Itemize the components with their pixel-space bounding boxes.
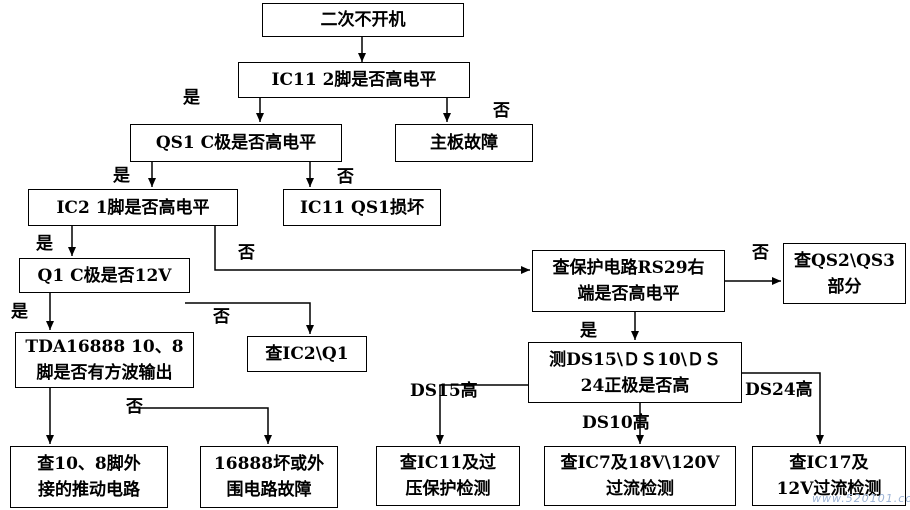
node-ic11-pin2: IC11 2脚是否高电平 <box>238 62 470 98</box>
node-check-ic2-q1: 查IC2\Q1 <box>247 336 367 372</box>
node-mainboard-fault: 主板故障 <box>395 124 533 162</box>
node-check-ic17-ocp: 查IC17及 12V过流检测 <box>752 446 906 506</box>
node-check-ic11-ovp: 查IC11及过 压保护检测 <box>376 446 520 506</box>
node-16888-fault: 16888坏或外 围电路故障 <box>200 446 338 508</box>
label-yes: 是 <box>183 88 200 108</box>
node-check-protection-rs29: 查保护电路RS29右 端是否高电平 <box>532 250 725 312</box>
node-tda16888-pins: TDA16888 10、8 脚是否有方波输出 <box>15 332 194 388</box>
label-ds15-high: DS15高 <box>410 381 478 401</box>
edge-n5-n8 <box>214 226 530 274</box>
label-no: 否 <box>238 243 255 263</box>
node-not-start: 二次不开机 <box>262 3 464 37</box>
node-measure-ds-diodes: 测DS15\ＤＳ10\ＤＳ 24正极是否高 <box>528 342 742 403</box>
edge-n7-n11 <box>185 302 314 334</box>
edge-n10-n14 <box>140 407 272 444</box>
label-no: 否 <box>213 307 230 327</box>
label-no: 否 <box>337 167 354 187</box>
node-ic11-qs1-damaged: IC11 QS1损坏 <box>283 189 441 226</box>
watermark: www.520101.com <box>812 492 910 505</box>
label-yes: 是 <box>11 302 28 322</box>
node-q1-c: Q1 C极是否12V <box>19 258 190 293</box>
label-yes: 是 <box>36 234 53 254</box>
node-qs1-c: QS1 C极是否高电平 <box>130 124 342 162</box>
label-no: 否 <box>752 243 769 263</box>
edge-n12-n17 <box>742 372 824 444</box>
label-no: 否 <box>126 397 143 417</box>
label-ds24-high: DS24高 <box>745 380 813 400</box>
label-yes: 是 <box>113 166 130 186</box>
node-check-ic7-ocp: 查IC7及18V\120V 过流检测 <box>544 446 736 506</box>
label-yes: 是 <box>580 321 597 341</box>
label-no: 否 <box>493 101 510 121</box>
edge-n12-n15 <box>436 384 530 444</box>
node-check-drive-circuit: 查10、8脚外 接的推动电路 <box>10 446 168 508</box>
label-ds10-high: DS10高 <box>582 413 650 433</box>
node-ic2-pin1: IC2 1脚是否高电平 <box>28 189 238 226</box>
node-check-qs2-qs3: 查QS2\QS3 部分 <box>783 243 906 304</box>
